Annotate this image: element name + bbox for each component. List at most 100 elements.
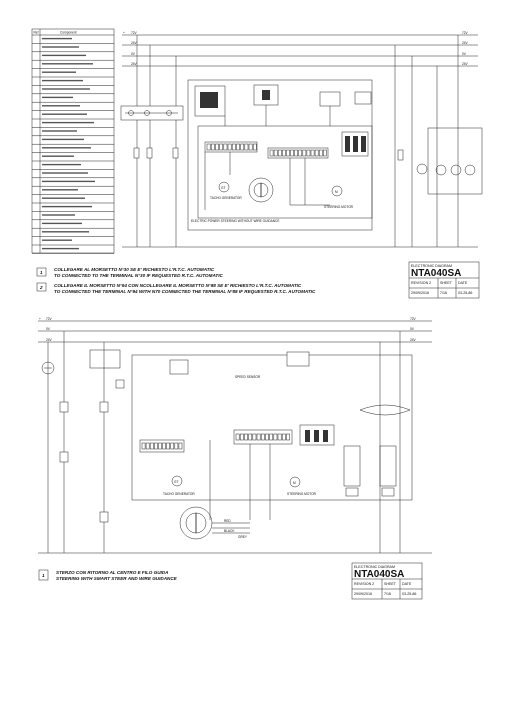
legend-row-text-mark bbox=[42, 222, 82, 225]
tb1-heading: ELECTRONIC DIAGRAM bbox=[411, 264, 452, 268]
rail2-1-left: 72V bbox=[46, 317, 53, 321]
rail-3-left: 0V bbox=[131, 52, 136, 56]
tb2-sheet-label: SHEET bbox=[384, 582, 397, 586]
legend-row-text-mark bbox=[42, 105, 80, 107]
rail2-2-left: 0V bbox=[46, 327, 51, 331]
terminal-pin bbox=[170, 442, 175, 450]
legend-row-text-mark bbox=[42, 239, 72, 241]
terminal-pin bbox=[323, 149, 327, 157]
key-switch bbox=[41, 349, 125, 523]
terminal-pin bbox=[256, 433, 261, 441]
legend-row-text-mark bbox=[42, 147, 91, 149]
tb1-sheet-label: SHEET bbox=[440, 281, 453, 285]
notes-2: 1 STERZO CON RITORNO AL CENTRO E FILO GU… bbox=[38, 569, 178, 581]
tb1-model: NTA040SA bbox=[411, 268, 461, 279]
legend-row-text-mark bbox=[42, 138, 84, 141]
legend-row-text-mark bbox=[42, 96, 73, 99]
tacho-label-2: TACHO GENERATOR bbox=[163, 492, 195, 496]
title-block-1: ELECTRONIC DIAGRAM NTA040SA REVISION 2 2… bbox=[408, 261, 480, 299]
legend-row-text-mark bbox=[42, 180, 95, 183]
terminal-pin bbox=[235, 433, 240, 441]
notes-1: 1 COLLEGARE AL MORSETTO N°30 SE E' RICHI… bbox=[36, 267, 316, 294]
terminal-pin bbox=[273, 149, 278, 157]
terminal-pin bbox=[236, 143, 240, 151]
legend-row-text-mark bbox=[42, 121, 94, 124]
tacho-label: TACHO GENERATOR bbox=[210, 196, 242, 200]
rail2-3-left: 24V bbox=[46, 338, 53, 342]
legend-rows bbox=[32, 37, 114, 254]
terminal-pin bbox=[277, 433, 282, 441]
wire-grey: GREY bbox=[238, 535, 248, 539]
rail2-2-right: 0V bbox=[410, 327, 415, 331]
terminal-pin bbox=[223, 143, 228, 151]
steering-motor-label: STEERING MOTOR bbox=[324, 205, 354, 209]
note-1-line-1: COLLEGARE AL MORSETTO N°30 SE E' RICHIES… bbox=[54, 267, 215, 272]
controller-2: SPEED SENSOR GT TACHO GENERATOR M STEERI… bbox=[131, 351, 413, 540]
terminal-pin bbox=[219, 143, 224, 151]
rail-2-right: 24V bbox=[462, 41, 469, 45]
legend-row-text-mark bbox=[42, 231, 89, 233]
svg-text:M: M bbox=[293, 481, 296, 485]
terminal-pin bbox=[273, 433, 278, 441]
rail-2-left: 24V bbox=[131, 41, 138, 45]
legend-row-text-mark bbox=[42, 189, 78, 191]
note-1-line-2: TO CONNECTED TO THE TERMINAL N°30 IF REQ… bbox=[54, 273, 224, 278]
legend-row-text-mark bbox=[42, 197, 85, 199]
terminal-pin bbox=[265, 433, 269, 441]
tb2-model: NTA040SA bbox=[354, 569, 404, 580]
terminal-pin bbox=[166, 442, 170, 450]
svg-text:+: + bbox=[123, 31, 125, 35]
terminal-pin bbox=[215, 143, 219, 151]
tb2-date-value: 03-25-86 bbox=[402, 592, 416, 596]
title-block-2: ELECTRONIC DIAGRAM NTA040SA REVISION 2 2… bbox=[351, 562, 423, 600]
eps-card-label: ELECTRIC POWER STEERING WITHOUT WIRE GUI… bbox=[191, 219, 280, 223]
power-rails-2: + 72V 0V 24V 72V 0V 24V bbox=[38, 317, 432, 554]
terminal-pin bbox=[206, 143, 211, 151]
legend-row-text-mark bbox=[42, 88, 90, 90]
terminal-pin bbox=[248, 433, 253, 441]
terminal-pin bbox=[154, 442, 158, 450]
terminal-pin bbox=[141, 442, 146, 450]
tb1-revision-label: REVISION 2 bbox=[411, 281, 431, 285]
speed-sensor-label: SPEED SENSOR bbox=[235, 375, 261, 379]
terminal-pin bbox=[277, 149, 282, 157]
motor-connection bbox=[397, 127, 483, 195]
terminal-pin bbox=[310, 149, 315, 157]
terminal-pin bbox=[162, 442, 166, 450]
terminal-pin bbox=[282, 149, 286, 157]
svg-text:GT: GT bbox=[174, 480, 178, 484]
rail2-3-right: 24V bbox=[410, 338, 417, 342]
terminal-pin bbox=[260, 433, 265, 441]
wire-black: BLACK bbox=[224, 529, 235, 533]
svg-text:+: + bbox=[39, 317, 41, 321]
legend-row-text-mark bbox=[42, 54, 86, 57]
terminal-pin bbox=[178, 442, 183, 450]
legend-col-ref: Ref bbox=[34, 31, 39, 35]
terminal-pin bbox=[298, 149, 303, 157]
terminal-pin bbox=[248, 143, 253, 151]
rail2-1-right: 72V bbox=[410, 317, 417, 321]
wire-guide-sensors bbox=[343, 404, 411, 497]
terminal-pin bbox=[269, 149, 274, 157]
legend-row-text-mark bbox=[42, 172, 88, 174]
tb2-revision-label: REVISION 2 bbox=[354, 582, 374, 586]
terminal-pin bbox=[210, 143, 215, 151]
terminal-pin bbox=[174, 442, 179, 450]
legend-row-text-mark bbox=[42, 63, 93, 65]
legend-row-text-mark bbox=[42, 71, 76, 73]
rail-4-right: 24V bbox=[462, 62, 469, 66]
legend-row-text-mark bbox=[42, 205, 92, 208]
terminal-pin bbox=[158, 442, 162, 450]
legend-row-text-mark bbox=[42, 37, 72, 40]
terminal-pin bbox=[240, 143, 245, 151]
terminal-pin bbox=[244, 433, 248, 441]
legend-row-text-mark bbox=[42, 247, 79, 250]
tb2-date-label: DATE bbox=[402, 582, 412, 586]
terminal-pin bbox=[244, 143, 249, 151]
diagram-1: Ref Component + 72V 24V 0V 24V 72V 24V 0… bbox=[31, 28, 483, 299]
legend-row-text-mark bbox=[42, 155, 74, 157]
tb2-heading: ELECTRONIC DIAGRAM bbox=[354, 565, 395, 569]
terminal-pin bbox=[252, 433, 257, 441]
terminal-pin bbox=[286, 433, 290, 441]
terminal-pin bbox=[318, 149, 323, 157]
